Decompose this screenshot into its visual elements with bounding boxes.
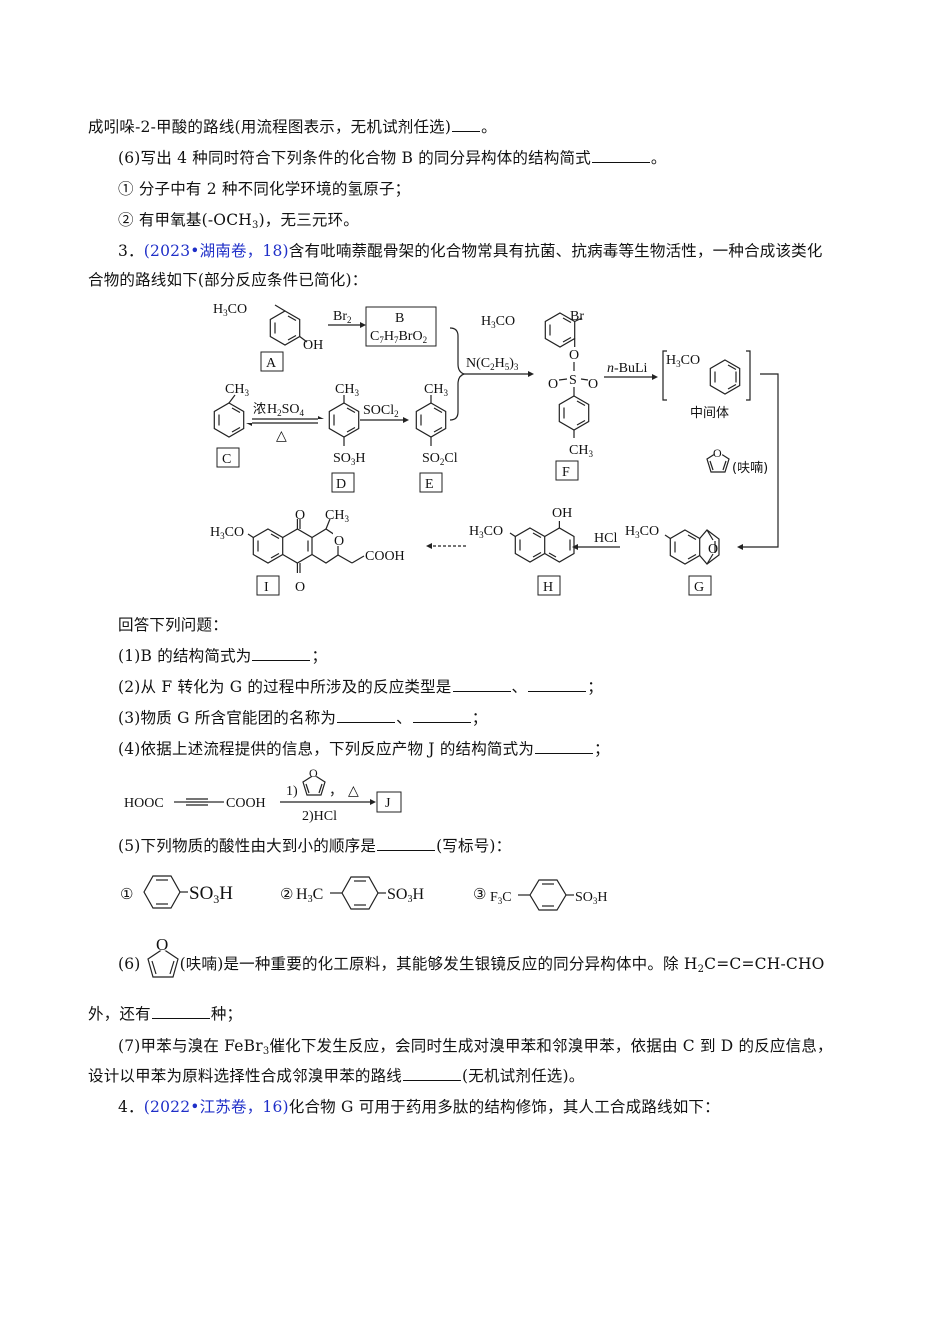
svg-text:G: G [694, 580, 704, 595]
svg-text:CH3: CH3 [325, 508, 349, 524]
problem3-header: 3．(2023•湖南卷，18)含有吡喃萘醌骨架的化合物常具有抗菌、抗病毒等生物活… [118, 242, 823, 260]
svg-text:③: ③ [473, 887, 486, 903]
prev-q6-condition-2: ② 有甲氧基(-OCH3)，无三元环。 [118, 211, 360, 231]
svg-text:O: O [548, 377, 558, 392]
svg-text:H3CO: H3CO [666, 353, 700, 369]
svg-text:C7H7BrO2: C7H7BrO2 [370, 329, 427, 345]
question-6-line2: 外，还有种； [88, 1004, 243, 1023]
svg-text:H3CO: H3CO [469, 524, 503, 540]
question-7-line2: 设计以甲苯为原料选择性合成邻溴甲苯的路线(无机试剂任选)。 [88, 1066, 585, 1085]
question-2: (2)从 F 转化为 G 的过程中所涉及的反应类型是、； [118, 677, 603, 696]
problem4-header: 4．(2022•江苏卷，16)化合物 G 可用于药用多肽的结构修饰，其人工合成路… [118, 1098, 720, 1116]
prev-q6: (6)写出 4 种同时符合下列条件的化合物 B 的同分异构体的结构简式。 [118, 148, 667, 167]
svg-text:SO2Cl: SO2Cl [422, 451, 458, 467]
svg-text:SO3H: SO3H [333, 451, 366, 467]
svg-text:C: C [222, 452, 231, 467]
svg-text:△: △ [348, 784, 359, 799]
svg-text:S: S [569, 373, 577, 388]
continued-text: 成吲哚-2-甲酸的路线(用流程图表示，无机试剂任选)。 [88, 117, 497, 136]
answer-blank[interactable] [403, 1066, 462, 1081]
svg-text:SO3H: SO3H [387, 886, 424, 905]
answer-blank[interactable] [535, 739, 594, 754]
svg-text:O: O [713, 446, 722, 460]
question-3: (3)物质 G 所含官能团的名称为、； [118, 708, 488, 727]
answer-blank[interactable] [337, 708, 396, 723]
svg-text:H3CO: H3CO [481, 314, 515, 330]
svg-text:F: F [562, 465, 570, 480]
svg-text:Br2: Br2 [333, 309, 352, 325]
citation: (2022•江苏卷，16) [143, 1098, 289, 1116]
problem3-intro: 合物的路线如下(部分反应条件已简化)： [88, 271, 368, 289]
question-4: (4)依据上述流程提供的信息，下列反应产物 J 的结构简式为； [118, 739, 610, 758]
svg-text:H3C: H3C [296, 886, 323, 905]
answer-blank[interactable] [452, 117, 481, 132]
svg-text:H2SO4: H2SO4 [267, 402, 305, 418]
question-7-line1: (7)甲苯与溴在 FeBr3催化下发生反应，会同时生成对溴甲苯和邻溴甲苯，依据由… [118, 1037, 833, 1057]
svg-text:△: △ [276, 429, 287, 444]
answer-blank[interactable] [252, 646, 311, 661]
reaction-scheme: H3CO OH A Br2 B C7H7BrO2 CH3 C 浓 H2SO4 △… [210, 302, 779, 596]
svg-text:1): 1) [286, 784, 298, 799]
svg-text:SOCl2: SOCl2 [363, 403, 399, 419]
question-5: (5)下列物质的酸性由大到小的顺序是(写标号)： [118, 836, 512, 855]
prev-q6-condition-1: ① 分子中有 2 种不同化学环境的氢原子； [118, 180, 411, 198]
q5-options: ① SO3H ② H3C SO3H ③ F3C SO3H [120, 875, 608, 911]
svg-text:O: O [309, 766, 318, 780]
svg-text:CH3: CH3 [335, 382, 359, 398]
question-1: (1)B 的结构简式为； [118, 646, 328, 665]
svg-text:O: O [708, 542, 718, 557]
svg-text:CH3: CH3 [225, 382, 249, 398]
svg-text:中间体: 中间体 [690, 406, 729, 421]
svg-text:②: ② [280, 887, 293, 903]
svg-text:COOH: COOH [365, 549, 405, 564]
svg-text:J: J [385, 796, 391, 811]
svg-text:HCl: HCl [594, 531, 617, 546]
svg-text:SO3H: SO3H [189, 883, 233, 906]
svg-text:，: ， [329, 784, 343, 799]
svg-text:A: A [266, 356, 277, 371]
svg-text:SO3H: SO3H [575, 890, 608, 906]
svg-text:HOOC: HOOC [124, 796, 164, 811]
answer-prompt: 回答下列问题： [118, 616, 228, 634]
svg-text:H: H [543, 580, 553, 595]
answer-blank[interactable] [591, 148, 650, 163]
svg-text:H3CO: H3CO [625, 524, 659, 540]
svg-text:OH: OH [303, 338, 323, 353]
q4-reaction: HOOC COOH 1) O ， △ 2)HCl J [124, 766, 402, 824]
answer-blank[interactable] [412, 708, 471, 723]
svg-text:O: O [295, 508, 305, 523]
svg-text:O: O [334, 534, 344, 549]
svg-text:2)HCl: 2)HCl [302, 809, 337, 824]
answer-blank[interactable] [528, 677, 587, 692]
svg-text:D: D [336, 477, 346, 492]
svg-text:(呋喃): (呋喃) [732, 461, 768, 476]
svg-text:O: O [295, 580, 305, 595]
svg-text:CH3: CH3 [424, 382, 448, 398]
compound-a [269, 304, 308, 346]
svg-text:①: ① [120, 887, 133, 903]
question-6-line1: (6)(呋喃)是一种重要的化工原料，其能够发生银镜反应的同分异构体中。除 H2C… [118, 955, 825, 975]
svg-text:O: O [156, 935, 168, 954]
answer-blank[interactable] [377, 836, 436, 851]
svg-text:O: O [569, 348, 579, 363]
answer-blank[interactable] [151, 1004, 210, 1019]
svg-text:H3CO: H3CO [210, 525, 244, 541]
svg-text:COOH: COOH [226, 796, 266, 811]
svg-text:F3C: F3C [490, 890, 512, 906]
svg-text:E: E [425, 477, 434, 492]
citation: (2023•湖南卷，18) [143, 242, 289, 260]
q6-furan: O [147, 935, 179, 978]
svg-text:Br: Br [570, 309, 584, 324]
svg-text:浓: 浓 [253, 402, 266, 417]
svg-text:B: B [395, 311, 404, 326]
svg-text:OH: OH [552, 506, 572, 521]
svg-text:n-BuLi: n-BuLi [607, 361, 648, 376]
answer-blank[interactable] [452, 677, 511, 692]
svg-text:I: I [264, 580, 269, 595]
svg-text:CH3: CH3 [569, 443, 593, 459]
svg-text:O: O [588, 377, 598, 392]
svg-text:H3CO: H3CO [213, 302, 247, 318]
